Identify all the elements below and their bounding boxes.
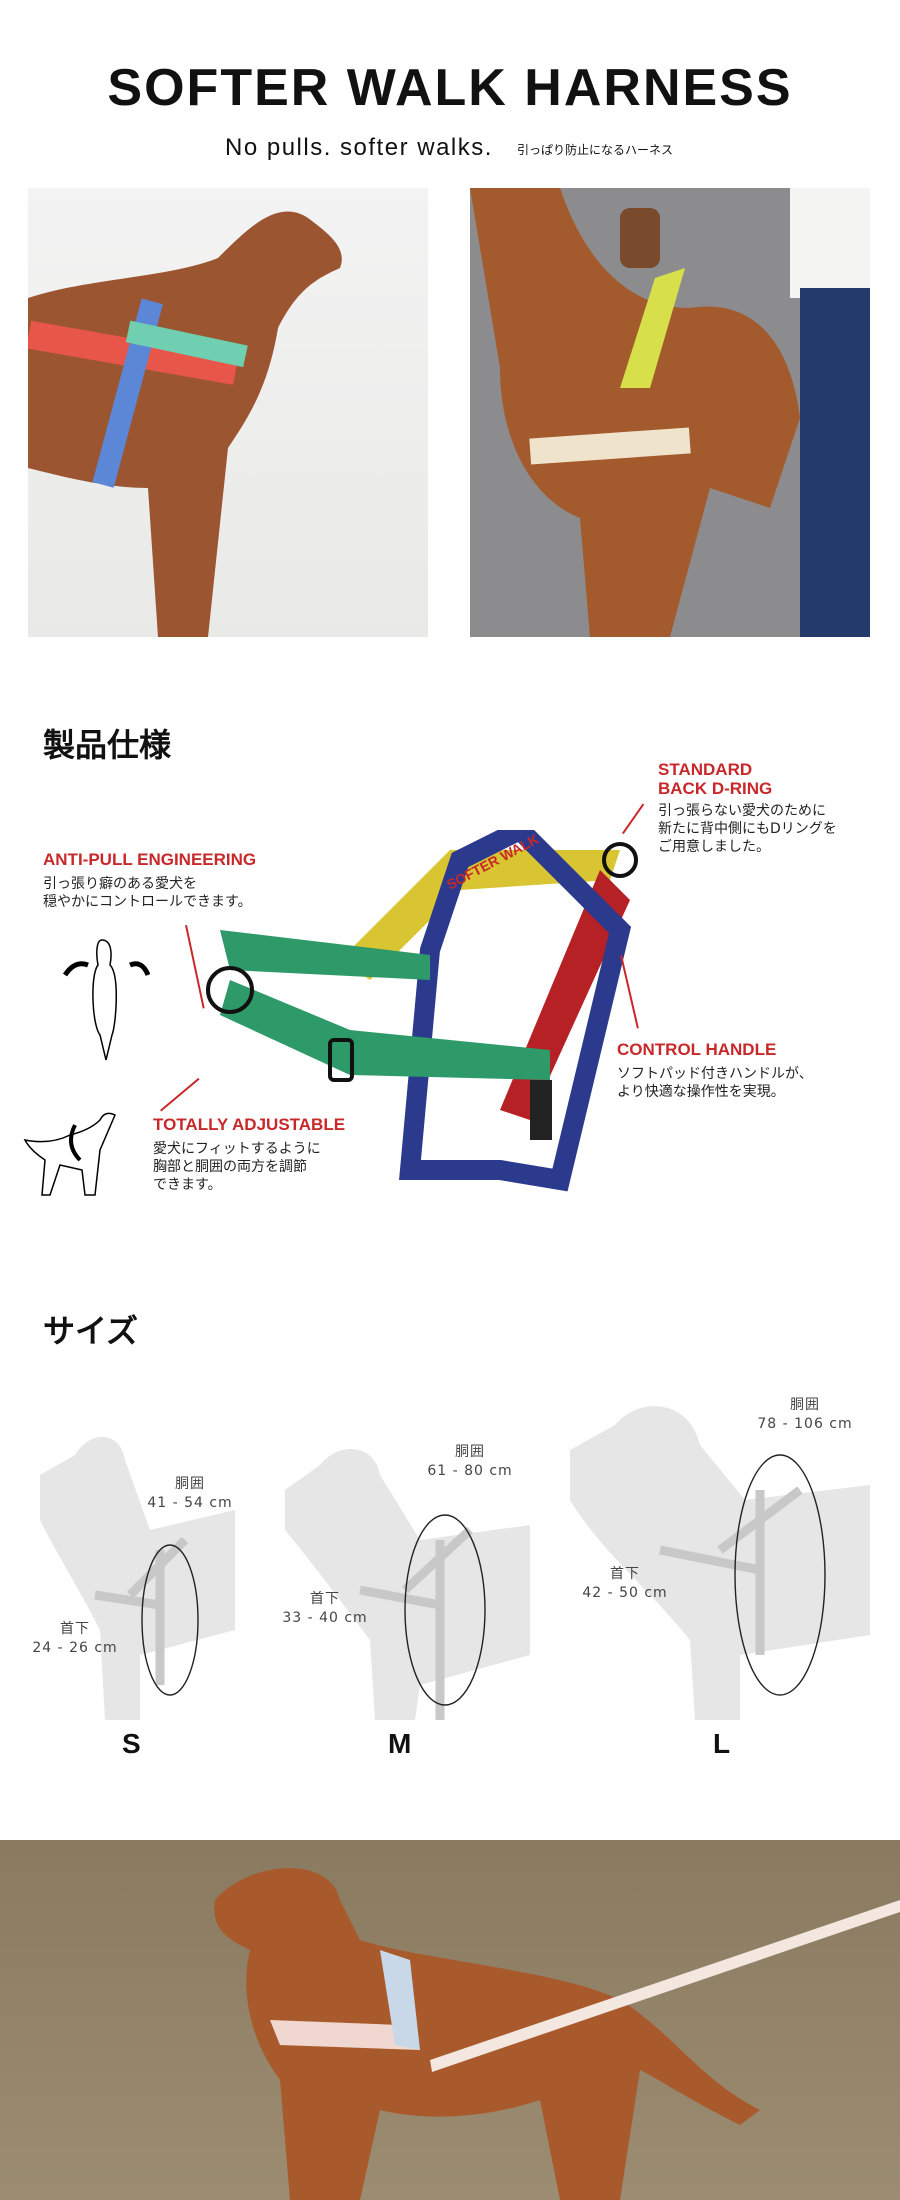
harness-yellow-strap [340, 850, 620, 980]
size-label-s: S [122, 1728, 141, 1759]
product-photo-handle [470, 188, 870, 637]
harness-illustration: SOFTER WALK [206, 830, 638, 1192]
dog-top-view-icon [62, 939, 150, 1061]
harness-green-strap [220, 980, 550, 1080]
size-label-l: L [713, 1728, 731, 1759]
dog-side-view-icon [23, 1112, 116, 1196]
feature-back-d-ring: STANDARD BACK D-RING 引っ張らない愛犬のために 新たに背中側… [658, 760, 837, 855]
subtitle-jp: 引っぱり防止になるハーネス [517, 143, 674, 157]
size-diagrams [40, 1406, 870, 1720]
size-label-m: M [388, 1728, 412, 1759]
page-title: SOFTER WALK HARNESS [107, 59, 793, 117]
lifestyle-photo [0, 1840, 900, 2200]
back-d-ring-icon [602, 842, 638, 878]
size-heading: サイズ [43, 1312, 139, 1350]
buckle-icon [530, 1080, 552, 1140]
subtitle: No pulls. softer walks. [225, 134, 493, 161]
harness-blue-strap [399, 830, 632, 1192]
feature-adjustable: TOTALLY ADJUSTABLE 愛犬にフィットするように 胸部と胴囲の両方… [153, 1115, 346, 1193]
feature-control-handle: CONTROL HANDLE ソフトパッド付きハンドルが、 より快適な操作性を実… [617, 1040, 813, 1100]
product-photo-side [28, 188, 428, 637]
front-ring-icon [206, 966, 254, 1014]
specs-heading: 製品仕様 [43, 726, 172, 764]
feature-anti-pull: ANTI-PULL ENGINEERING 引っ張り癖のある愛犬を 穏やかにコン… [43, 850, 257, 910]
